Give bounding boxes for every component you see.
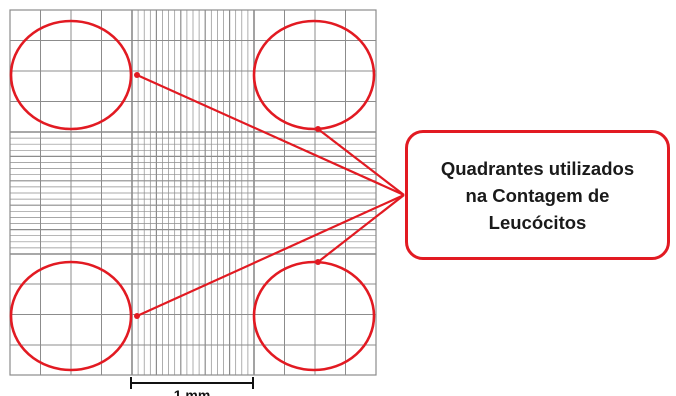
- pointer-line: [317, 128, 405, 196]
- quadrant-top-left-circle: [9, 19, 133, 131]
- callout-line-1: Quadrantes utilizados: [440, 157, 635, 179]
- quadrant-bottom-left-circle: [9, 260, 133, 372]
- pointer-line: [136, 193, 405, 318]
- callout-line-3: Leucócitos: [488, 211, 587, 233]
- pointer-dot: [134, 313, 140, 319]
- counting-chamber-grid: [9, 9, 377, 376]
- scale-bar-label: 1 mm: [174, 387, 211, 396]
- scale-bar: 1 mm: [130, 377, 254, 396]
- callout-line-2: na Contagem de: [465, 184, 610, 206]
- pointer-line: [317, 194, 405, 263]
- quadrant-highlight-circles: [9, 19, 376, 372]
- pointer-line: [136, 73, 405, 197]
- callout-pointer-lines: [134, 72, 405, 319]
- quadrant-top-right-circle: [252, 19, 376, 131]
- pointer-dot: [134, 72, 140, 78]
- quadrant-bottom-right-circle: [252, 260, 376, 372]
- callout-box: Quadrantes utilizados na Contagem de Leu…: [405, 130, 670, 260]
- callout-text: Quadrantes utilizados na Contagem de Leu…: [441, 155, 634, 236]
